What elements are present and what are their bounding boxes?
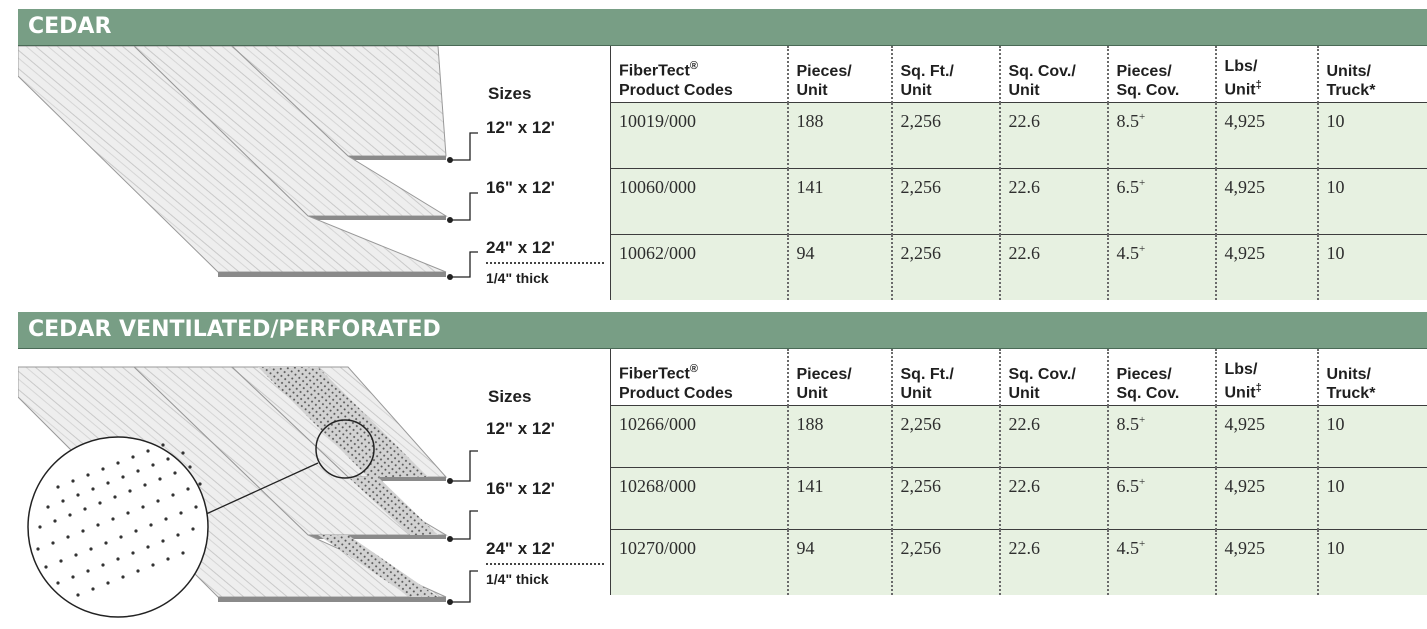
cedar-section: CEDAR [18, 9, 1427, 302]
size-label: 16" x 12' [486, 178, 555, 198]
section-title: CEDAR [18, 9, 1427, 45]
pieces-unit-cell: 188 [788, 405, 892, 467]
col-header-sqft-unit: Sq. Ft./Unit [892, 46, 1000, 102]
cedar-siding-illustration [18, 46, 478, 302]
table-row: 10270/000 94 2,256 22.6 4.5+ 4,925 10 [611, 529, 1427, 595]
col-header-pieces-unit: Pieces/Unit [788, 349, 892, 405]
sqft-unit-cell: 2,256 [892, 529, 1000, 595]
sqft-unit-cell: 2,256 [892, 234, 1000, 300]
units-truck-cell: 10 [1318, 405, 1427, 467]
product-code-cell: 10270/000 [611, 529, 788, 595]
product-code-cell: 10019/000 [611, 102, 788, 168]
sqft-unit-cell: 2,256 [892, 168, 1000, 234]
pieces-unit-cell: 141 [788, 467, 892, 529]
col-header-lbs-unit: Lbs/Unit‡ [1216, 349, 1318, 405]
units-truck-cell: 10 [1318, 234, 1427, 300]
table-row: 10268/000 141 2,256 22.6 6.5+ 4,925 10 [611, 467, 1427, 529]
lbs-unit-cell: 4,925 [1216, 467, 1318, 529]
product-code-cell: 10062/000 [611, 234, 788, 300]
sizes-header: Sizes [488, 84, 531, 104]
pieces-unit-cell: 188 [788, 102, 892, 168]
pieces-unit-cell: 141 [788, 168, 892, 234]
thickness-divider [486, 563, 604, 565]
pieces-sqcov-cell: 4.5+ [1108, 529, 1216, 595]
table-row: 10060/000 141 2,256 22.6 6.5+ 4,925 10 [611, 168, 1427, 234]
col-header-pieces-unit: Pieces/Unit [788, 46, 892, 102]
pieces-unit-cell: 94 [788, 234, 892, 300]
col-header-lbs-unit: Lbs/Unit‡ [1216, 46, 1318, 102]
units-truck-cell: 10 [1318, 168, 1427, 234]
sqft-unit-cell: 2,256 [892, 467, 1000, 529]
sizes-column: Sizes 12" x 12' 16" x 12' 24" x 12' 1/4"… [460, 349, 610, 629]
pieces-sqcov-cell: 8.5+ [1108, 405, 1216, 467]
section-title: CEDAR VENTILATED/PERFORATED [18, 312, 1427, 348]
col-header-sqcov-unit: Sq. Cov./Unit [1000, 349, 1108, 405]
sqcov-unit-cell: 22.6 [1000, 234, 1108, 300]
table-row: 10266/000 188 2,256 22.6 8.5+ 4,925 10 [611, 405, 1427, 467]
sizes-column: Sizes 12" x 12' 16" x 12' 24" x 12' 1/4"… [460, 46, 610, 302]
cedar-ventilated-section: CEDAR VENTILATED/PERFORATED [18, 312, 1427, 629]
thickness-label: 1/4" thick [486, 571, 549, 587]
table-header-row: FiberTect®Product Codes Pieces/Unit Sq. … [611, 349, 1427, 405]
sqcov-unit-cell: 22.6 [1000, 102, 1108, 168]
sqft-unit-cell: 2,256 [892, 405, 1000, 467]
lbs-unit-cell: 4,925 [1216, 102, 1318, 168]
col-header-sqcov-unit: Sq. Cov./Unit [1000, 46, 1108, 102]
col-header-units-truck: Units/Truck* [1318, 349, 1427, 405]
size-label: 16" x 12' [486, 479, 555, 499]
lbs-unit-cell: 4,925 [1216, 234, 1318, 300]
sqcov-unit-cell: 22.6 [1000, 405, 1108, 467]
sqft-unit-cell: 2,256 [892, 102, 1000, 168]
col-header-product-codes: FiberTect®Product Codes [611, 349, 788, 405]
pieces-sqcov-cell: 6.5+ [1108, 467, 1216, 529]
units-truck-cell: 10 [1318, 102, 1427, 168]
sizes-header: Sizes [488, 387, 531, 407]
product-code-cell: 10268/000 [611, 467, 788, 529]
size-label: 24" x 12' [486, 539, 555, 559]
units-truck-cell: 10 [1318, 467, 1427, 529]
perforated-siding-illustration [18, 349, 478, 629]
size-label: 24" x 12' [486, 238, 555, 258]
sqcov-unit-cell: 22.6 [1000, 529, 1108, 595]
product-code-cell: 10060/000 [611, 168, 788, 234]
col-header-sqft-unit: Sq. Ft./Unit [892, 349, 1000, 405]
pieces-unit-cell: 94 [788, 529, 892, 595]
pieces-sqcov-cell: 6.5+ [1108, 168, 1216, 234]
pieces-sqcov-cell: 4.5+ [1108, 234, 1216, 300]
sqcov-unit-cell: 22.6 [1000, 168, 1108, 234]
col-header-pieces-sqcov: Pieces/Sq. Cov. [1108, 46, 1216, 102]
section-body: Sizes 12" x 12' 16" x 12' 24" x 12' 1/4"… [18, 348, 1427, 629]
sqcov-unit-cell: 22.6 [1000, 467, 1108, 529]
units-truck-cell: 10 [1318, 529, 1427, 595]
size-label: 12" x 12' [486, 118, 555, 138]
cedar-ventilated-spec-table: FiberTect®Product Codes Pieces/Unit Sq. … [610, 349, 1427, 595]
table-row: 10062/000 94 2,256 22.6 4.5+ 4,925 10 [611, 234, 1427, 300]
col-header-units-truck: Units/Truck* [1318, 46, 1427, 102]
lbs-unit-cell: 4,925 [1216, 529, 1318, 595]
section-body: Sizes 12" x 12' 16" x 12' 24" x 12' 1/4"… [18, 45, 1427, 302]
lbs-unit-cell: 4,925 [1216, 405, 1318, 467]
thickness-divider [486, 262, 604, 264]
size-label: 12" x 12' [486, 419, 555, 439]
cedar-spec-table: FiberTect®Product Codes Pieces/Unit Sq. … [610, 46, 1427, 300]
product-code-cell: 10266/000 [611, 405, 788, 467]
table-header-row: FiberTect®Product Codes Pieces/Unit Sq. … [611, 46, 1427, 102]
lbs-unit-cell: 4,925 [1216, 168, 1318, 234]
thickness-label: 1/4" thick [486, 270, 549, 286]
col-header-pieces-sqcov: Pieces/Sq. Cov. [1108, 349, 1216, 405]
col-header-product-codes: FiberTect®Product Codes [611, 46, 788, 102]
pieces-sqcov-cell: 8.5+ [1108, 102, 1216, 168]
table-row: 10019/000 188 2,256 22.6 8.5+ 4,925 10 [611, 102, 1427, 168]
